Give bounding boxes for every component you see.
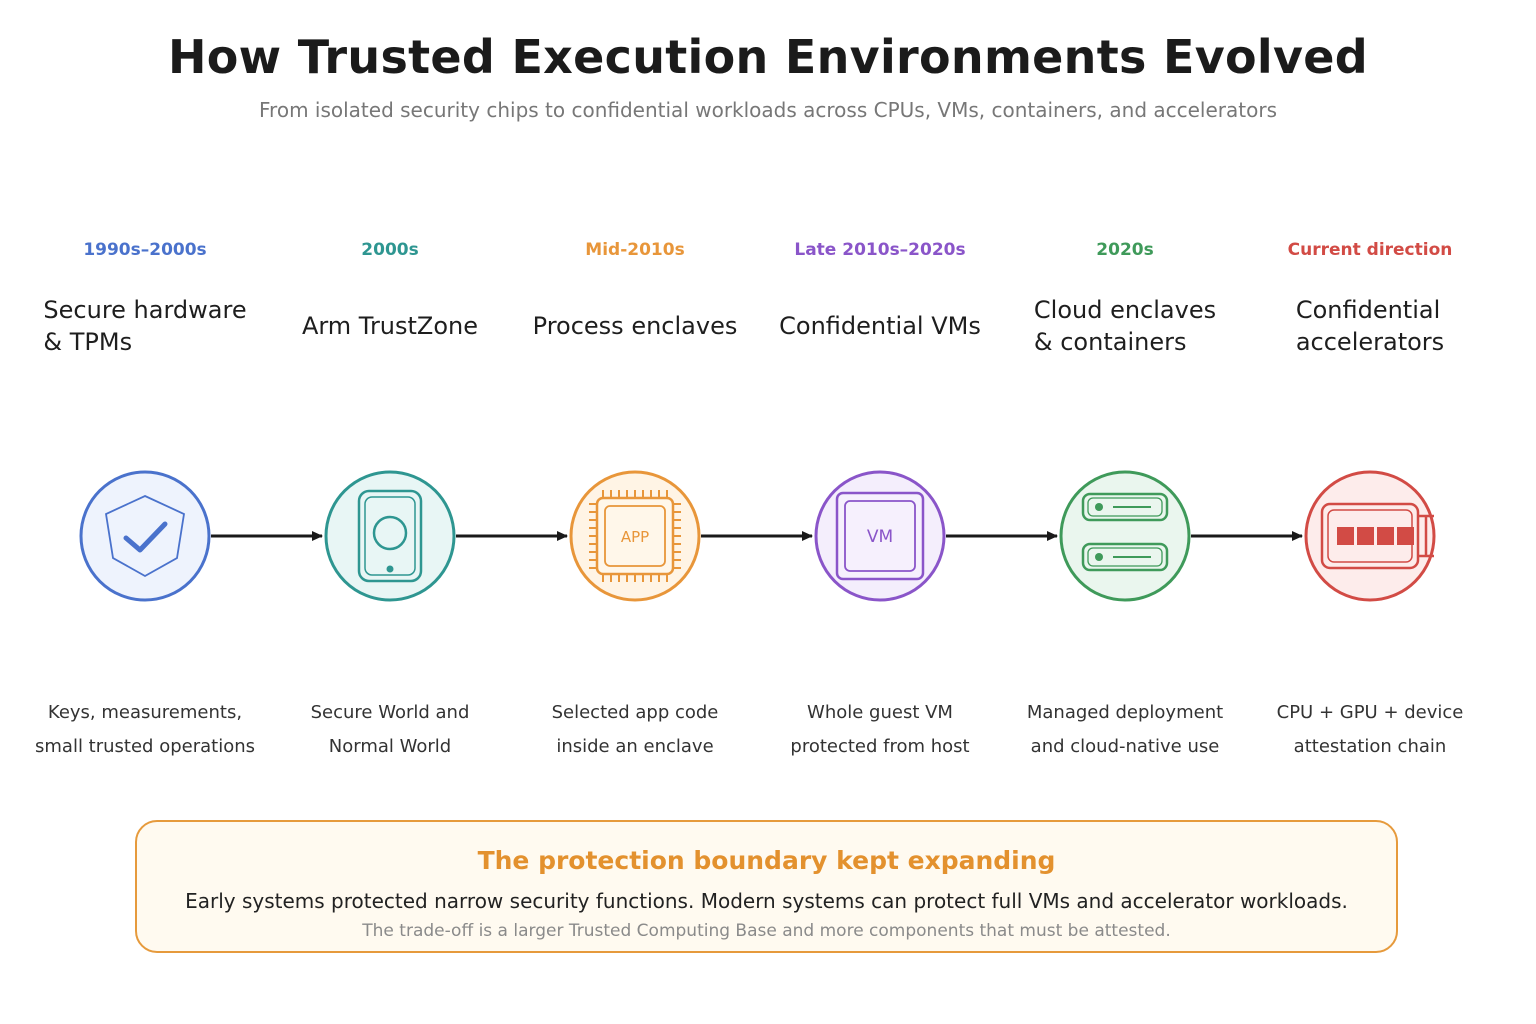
stage-description-line: Whole guest VM <box>807 702 953 723</box>
stage-era: 1990s–2000s <box>83 240 207 260</box>
stage-title-line: Confidential <box>1295 296 1441 324</box>
stage-circle <box>1059 470 1191 602</box>
stage-node <box>79 470 211 602</box>
stage-description-line: Secure World and <box>310 702 470 723</box>
stage-title-line: Secure hardware <box>43 296 247 324</box>
stage-title-line: & TPMs <box>43 328 133 356</box>
stage-title-line: Cloud enclaves <box>1033 296 1217 324</box>
stage-title-line: Process enclaves <box>532 312 738 340</box>
stage-description: Managed deployment and cloud-native use <box>1002 696 1248 764</box>
stage-description-line: and cloud-native use <box>1030 736 1220 757</box>
stage-description-line: Normal World <box>328 736 452 757</box>
vm-chip-icon: VM <box>835 491 925 581</box>
stage-node <box>1059 470 1191 602</box>
stage-description-line: CPU + GPU + device <box>1276 702 1464 723</box>
stage-era: 2020s <box>1096 240 1154 260</box>
stage-description: Keys, measurements, small trusted operati… <box>22 696 268 764</box>
icon-label: APP <box>621 528 649 546</box>
stage-description-line: Selected app code <box>551 702 719 723</box>
callout-box: The protection boundary kept expanding E… <box>135 820 1398 953</box>
stage-description-line: attestation chain <box>1293 736 1447 757</box>
stage-node <box>324 470 456 602</box>
phone-icon <box>357 489 423 583</box>
stage-title-line: & containers <box>1033 328 1187 356</box>
stage-description-line: Managed deployment <box>1026 702 1224 723</box>
stage-era: 2000s <box>361 240 419 260</box>
stage-description: Whole guest VM protected from host <box>757 696 1003 764</box>
stage-title: Arm TrustZone <box>267 294 513 358</box>
page-title: How Trusted Execution Environments Evolv… <box>167 30 1369 84</box>
stage-node: APP <box>569 470 701 602</box>
stage-title-line: Confidential VMs <box>779 312 981 340</box>
gpu-card-icon <box>1320 502 1434 570</box>
stage-title-line: accelerators <box>1295 328 1445 356</box>
stage-description-line: inside an enclave <box>556 736 714 757</box>
server-icon <box>1081 492 1169 572</box>
stage-description-line: protected from host <box>790 736 970 757</box>
page-subtitle: From isolated security chips to confiden… <box>259 98 1277 122</box>
stage-circle <box>79 470 211 602</box>
stage-description: Selected app code inside an enclave <box>512 696 758 764</box>
stage-era: Late 2010s–2020s <box>794 240 966 260</box>
chip-icon: APP <box>589 490 681 582</box>
stage-era: Current direction <box>1287 240 1453 260</box>
callout-sub-text: The trade-off is a larger Trusted Comput… <box>362 921 1171 941</box>
stage-title: Process enclaves <box>512 294 758 358</box>
stage-description: CPU + GPU + device attestation chain <box>1247 696 1493 764</box>
stage-node <box>1304 470 1436 602</box>
stage-description-line: Keys, measurements, <box>47 702 243 723</box>
callout-main-text: Early systems protected narrow security … <box>185 889 1348 913</box>
shield-check-icon <box>105 495 185 578</box>
stage-era: Mid-2010s <box>585 240 685 260</box>
icon-label: VM <box>867 527 893 547</box>
stage-node: VM <box>814 470 946 602</box>
stage-title: Cloud enclaves & containers <box>1002 294 1248 358</box>
callout-title: The protection boundary kept expanding <box>477 846 1056 875</box>
stage-description-line: small trusted operations <box>35 736 255 757</box>
stage-title: Secure hardware & TPMs <box>22 294 268 358</box>
stage-title: Confidential VMs <box>757 294 1003 358</box>
stage-title: Confidential accelerators <box>1247 294 1493 358</box>
stage-title-line: Arm TrustZone <box>301 312 479 340</box>
